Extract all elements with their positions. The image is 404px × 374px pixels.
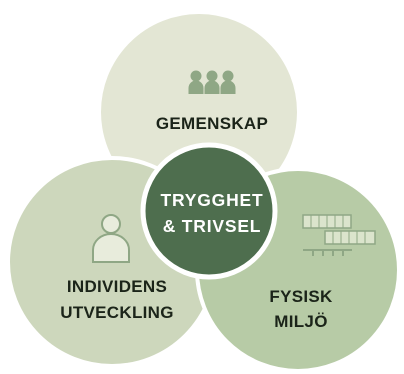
center-circle (140, 142, 278, 280)
group-of-people-icon (188, 70, 236, 94)
gemenskap-label: GEMENSKAP (156, 114, 268, 133)
person-icon (92, 214, 130, 263)
trivsel-label: & TRIVSEL (163, 216, 262, 236)
individens-label: INDIVIDENS (67, 277, 167, 296)
miljo-label: MILJÖ (274, 312, 327, 331)
classroom-desks-icon (302, 214, 376, 256)
utveckling-label: UTVECKLING (60, 303, 174, 322)
fysisk-label: FYSISK (269, 287, 333, 306)
trygghet-label: TRYGGHET (161, 190, 264, 210)
